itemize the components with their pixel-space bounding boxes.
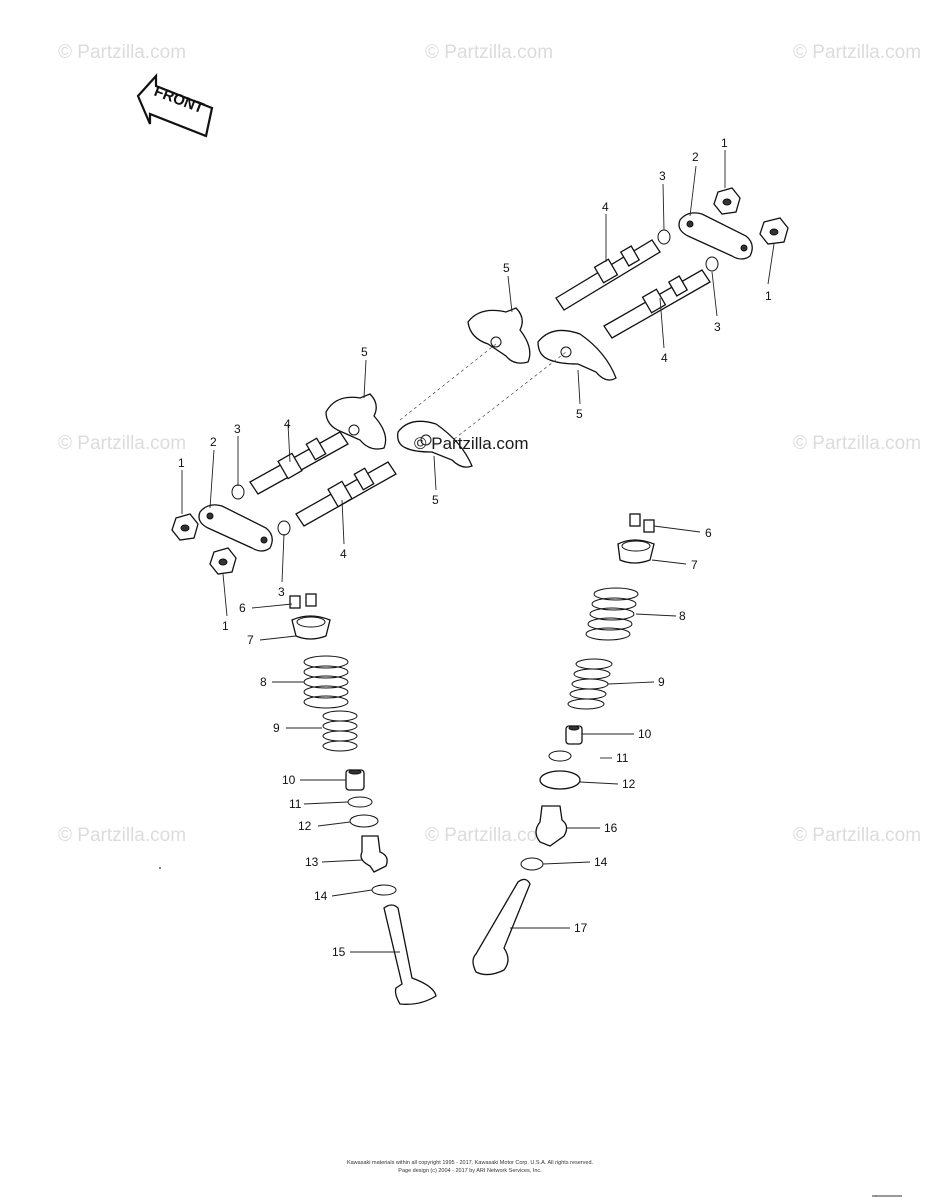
callout-label: 13	[305, 855, 319, 869]
rocker-arm-part	[325, 393, 387, 450]
callout-label: 2	[692, 150, 699, 164]
callout-label: 15	[332, 945, 346, 959]
watermark-bottom-right: © Partzilla.com	[793, 825, 922, 846]
callout-label: 14	[314, 889, 328, 903]
callout-label: 6	[239, 601, 246, 615]
callout-label: 7	[691, 558, 698, 572]
watermark-top-right: © Partzilla.com	[793, 42, 922, 63]
seat-part	[347, 796, 373, 808]
callout-label: 4	[661, 351, 668, 365]
inner-spring-part	[322, 710, 358, 752]
rocker-arm-part	[467, 307, 531, 364]
callout-label: 5	[432, 493, 439, 507]
washer-part	[539, 770, 581, 790]
watermark-mid-right: © Partzilla.com	[793, 433, 922, 454]
callout-label: 9	[273, 721, 280, 735]
callout-label: 11	[289, 797, 302, 811]
valve-part	[472, 878, 531, 976]
inner-spring-part	[567, 658, 613, 710]
plate-part	[678, 212, 753, 260]
valve-part	[383, 904, 437, 1005]
watermark-center: © Partzilla.com	[414, 434, 529, 453]
callout-label: 4	[340, 547, 347, 561]
middle-left-rocker-assembly	[171, 343, 567, 575]
outer-spring-part	[585, 587, 639, 641]
rocker-arm-part	[537, 329, 617, 381]
callout-label: 8	[260, 675, 267, 689]
watermark-bottom-left: © Partzilla.com	[58, 825, 187, 846]
callout-label: 4	[284, 417, 291, 431]
guide-part	[535, 805, 568, 847]
callout-label: 3	[714, 320, 721, 334]
watermark-top-left: © Partzilla.com	[58, 42, 187, 63]
callout-label: 4	[602, 200, 609, 214]
callout-label: 12	[622, 777, 636, 791]
callout-label: 3	[278, 585, 285, 599]
callout-label: 16	[604, 821, 618, 835]
right-valve-stack	[472, 513, 655, 976]
callout-label: 8	[679, 609, 686, 623]
callout-label: 6	[705, 526, 712, 540]
callout-label: 10	[282, 773, 296, 787]
footer-copyright: Kawasaki materials within all copyright …	[346, 1160, 594, 1166]
callout-label: 1	[765, 289, 772, 303]
watermark-bottom-center: © Partzilla.com	[425, 825, 554, 846]
callout-label: 5	[503, 261, 510, 275]
callout-label: 5	[576, 407, 583, 421]
callout-numbers: 1 1 1 1 2 2 3 3 3 3 4 4 4 4 5 5 5 5 6 6 …	[178, 136, 772, 959]
callout-label: 10	[638, 727, 652, 741]
callout-label: 3	[234, 422, 241, 436]
watermark-mid-left: © Partzilla.com	[58, 433, 187, 454]
seat-part	[548, 750, 572, 762]
circlip-part	[371, 884, 397, 896]
outer-spring-part	[303, 655, 349, 709]
callout-label: 5	[361, 345, 368, 359]
footer-page-design: Page design (c) 2004 - 2017 by ARI Netwo…	[398, 1168, 542, 1174]
callout-label: 1	[721, 136, 728, 150]
callout-label: 17	[574, 921, 588, 935]
left-valve-stack	[289, 593, 437, 1005]
plate-part	[198, 504, 273, 552]
rocker-arm-part	[397, 420, 473, 468]
watermark-top-center: © Partzilla.com	[425, 42, 554, 63]
callout-label: 11	[616, 751, 629, 765]
callout-label: 9	[658, 675, 665, 689]
front-arrow: FRONT	[136, 73, 214, 138]
washer-part	[349, 814, 379, 828]
callout-label: 1	[178, 456, 185, 470]
leader-lines	[181, 150, 775, 953]
callout-label: 12	[298, 819, 312, 833]
callout-label: 7	[247, 633, 254, 647]
callout-label: 3	[659, 169, 666, 183]
guide-part	[360, 835, 388, 873]
callout-label: 14	[594, 855, 608, 869]
shaft-part	[249, 431, 349, 495]
callout-label: 2	[210, 435, 217, 449]
circlip-part	[520, 857, 544, 871]
callout-label: 1	[222, 619, 229, 633]
upper-right-rocker-assembly	[467, 187, 789, 381]
